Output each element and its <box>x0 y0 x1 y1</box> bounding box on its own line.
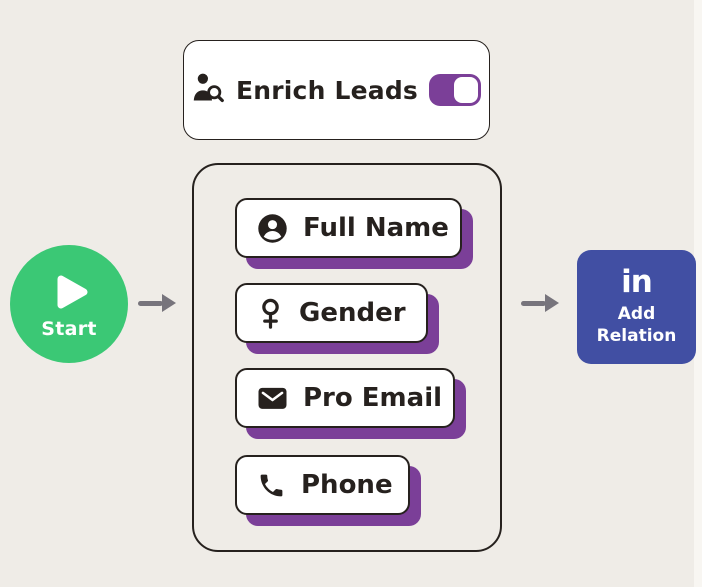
arrow-shaft <box>138 300 163 306</box>
canvas-right-strip <box>694 0 702 587</box>
field-label: Phone <box>301 470 393 500</box>
enrich-leads-card[interactable]: Enrich Leads <box>183 40 490 140</box>
female-icon <box>257 298 284 329</box>
phone-icon <box>257 471 286 500</box>
field-label: Full Name <box>303 213 449 243</box>
field-button-gender[interactable]: Gender <box>235 283 428 343</box>
fields-group-box <box>192 163 502 552</box>
start-label: Start <box>41 318 97 340</box>
person-circle-icon <box>257 213 288 244</box>
flow-arrow-left <box>138 294 176 312</box>
add-relation-label-line1: Add <box>617 303 656 324</box>
linkedin-icon: in <box>621 263 653 300</box>
field-label: Gender <box>299 298 406 328</box>
field-label: Pro Email <box>303 383 443 413</box>
enrich-toggle[interactable] <box>429 74 482 106</box>
person-search-icon <box>192 73 225 107</box>
add-relation-node[interactable]: in Add Relation <box>577 250 696 364</box>
arrow-head-icon <box>162 294 176 312</box>
start-node[interactable]: Start <box>10 245 128 363</box>
arrow-shaft <box>521 300 546 306</box>
field-button-pro-email[interactable]: Pro Email <box>235 368 455 428</box>
flow-arrow-right <box>521 294 559 312</box>
envelope-icon <box>257 384 288 412</box>
toggle-knob <box>454 77 479 103</box>
play-icon <box>54 272 90 316</box>
field-button-phone[interactable]: Phone <box>235 455 410 515</box>
add-relation-label-line2: Relation <box>596 326 677 346</box>
arrow-head-icon <box>545 294 559 312</box>
field-button-full-name[interactable]: Full Name <box>235 198 462 258</box>
enrich-leads-label: Enrich Leads <box>235 75 419 105</box>
